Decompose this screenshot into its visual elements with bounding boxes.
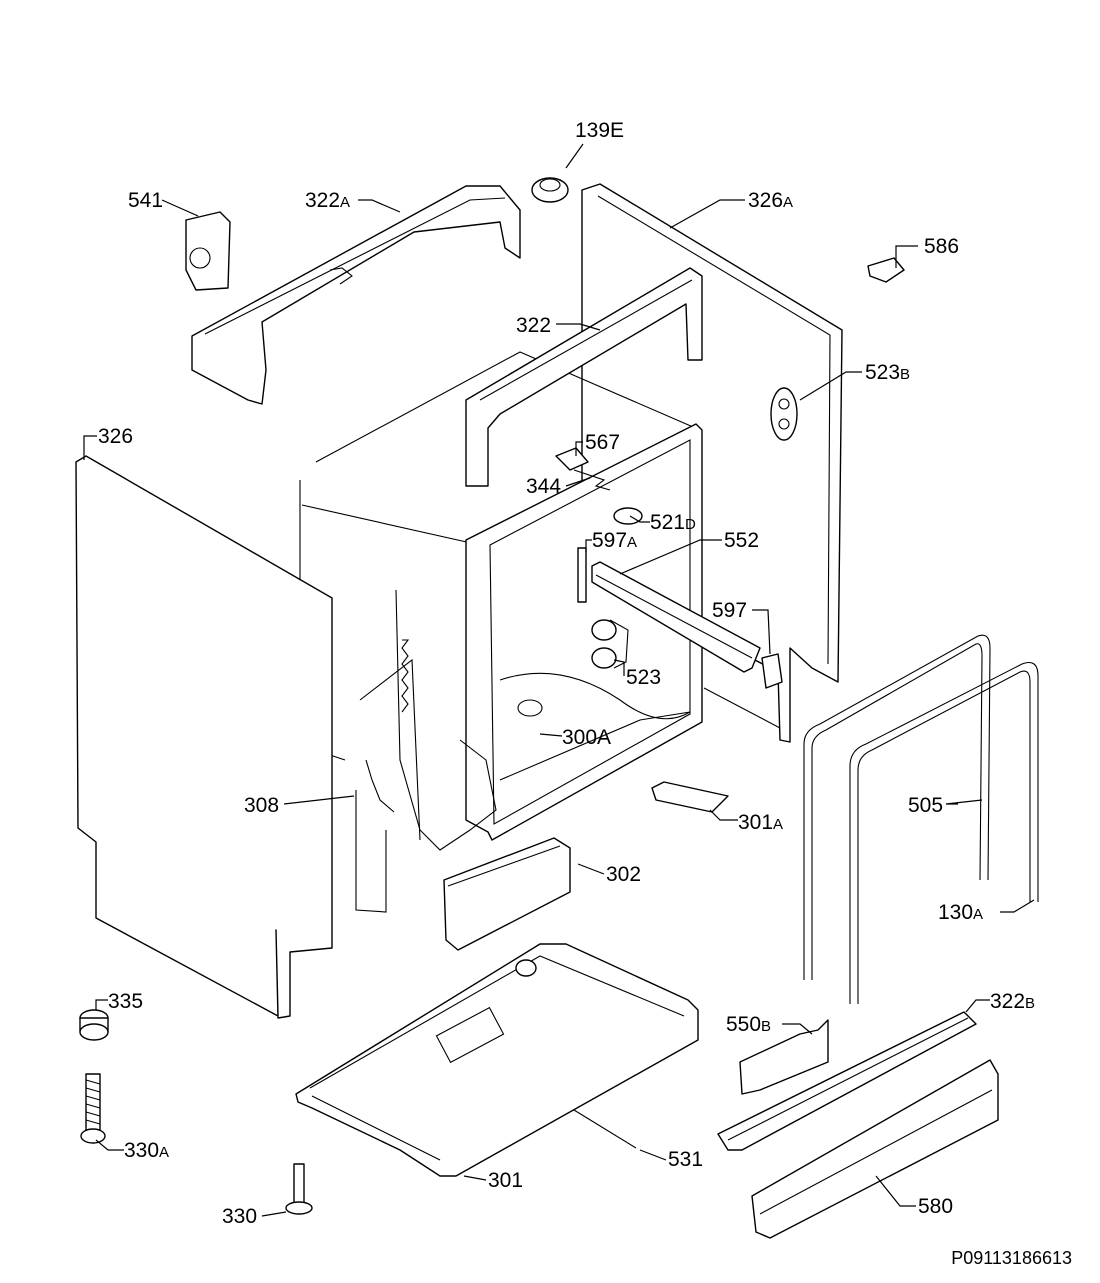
part-597a-clip <box>577 547 587 603</box>
part-301-base <box>295 943 699 1177</box>
label-597A: 597A <box>592 529 637 552</box>
part-301a-bracket <box>651 781 729 813</box>
part-door-frame <box>465 423 703 841</box>
leader-lines <box>83 143 1035 1217</box>
label-552: 552 <box>724 529 759 552</box>
label-531: 531 <box>668 1148 703 1171</box>
label-335: 335 <box>108 990 143 1013</box>
part-308-hinge <box>355 589 497 913</box>
label-302: 302 <box>606 863 641 886</box>
part-523-grommet <box>591 619 629 669</box>
label-130A: 130A <box>938 901 983 924</box>
part-523b-grommet <box>770 387 798 441</box>
label-344: 344 <box>526 475 561 498</box>
label-597: 597 <box>712 599 747 622</box>
label-580: 580 <box>918 1195 953 1218</box>
part-322b-trim <box>717 1011 977 1151</box>
part-326-panel <box>75 455 333 1019</box>
label-523: 523 <box>626 666 661 689</box>
part-302-box <box>443 837 571 951</box>
part-531-rod <box>573 1109 637 1149</box>
part-130a-seal <box>849 661 1039 1004</box>
part-335-nut <box>79 1009 109 1041</box>
label-301: 301 <box>488 1169 523 1192</box>
part-552-crossbar <box>591 561 761 673</box>
part-139e-cap <box>531 177 569 203</box>
label-586: 586 <box>924 235 959 258</box>
label-308: 308 <box>244 794 279 817</box>
label-523B: 523B <box>865 361 910 384</box>
part-586-clip <box>867 257 905 283</box>
part-521d-seal <box>613 507 643 525</box>
label-322A: 322A <box>305 189 350 212</box>
label-505: 505 <box>908 794 943 817</box>
part-567-clip <box>555 447 589 471</box>
label-139E: 139E <box>575 119 624 142</box>
part-580-rail <box>751 1059 999 1239</box>
label-300A: 300A <box>562 726 611 749</box>
label-550B: 550B <box>726 1013 771 1036</box>
label-322: 322 <box>516 314 551 337</box>
part-541-bracket <box>185 211 231 291</box>
part-322-frame <box>465 267 703 487</box>
label-330: 330 <box>222 1205 257 1228</box>
label-330A: 330A <box>124 1139 169 1162</box>
label-322B: 322B <box>990 990 1035 1013</box>
drawing-number: P09113186613 <box>951 1248 1072 1268</box>
part-550b-bracket <box>739 1019 829 1095</box>
label-521D: 521D <box>650 511 696 534</box>
part-505-seal <box>803 634 991 980</box>
label-541: 541 <box>128 189 163 212</box>
label-567: 567 <box>585 431 620 454</box>
label-326: 326 <box>98 425 133 448</box>
label-326A: 326A <box>748 189 793 212</box>
part-322a-rail <box>191 185 521 405</box>
part-330-screw <box>285 1163 313 1215</box>
label-301A: 301A <box>738 811 783 834</box>
part-344-spring <box>573 469 611 491</box>
part-330a-screw <box>80 1073 106 1144</box>
part-597-clip <box>761 653 783 689</box>
